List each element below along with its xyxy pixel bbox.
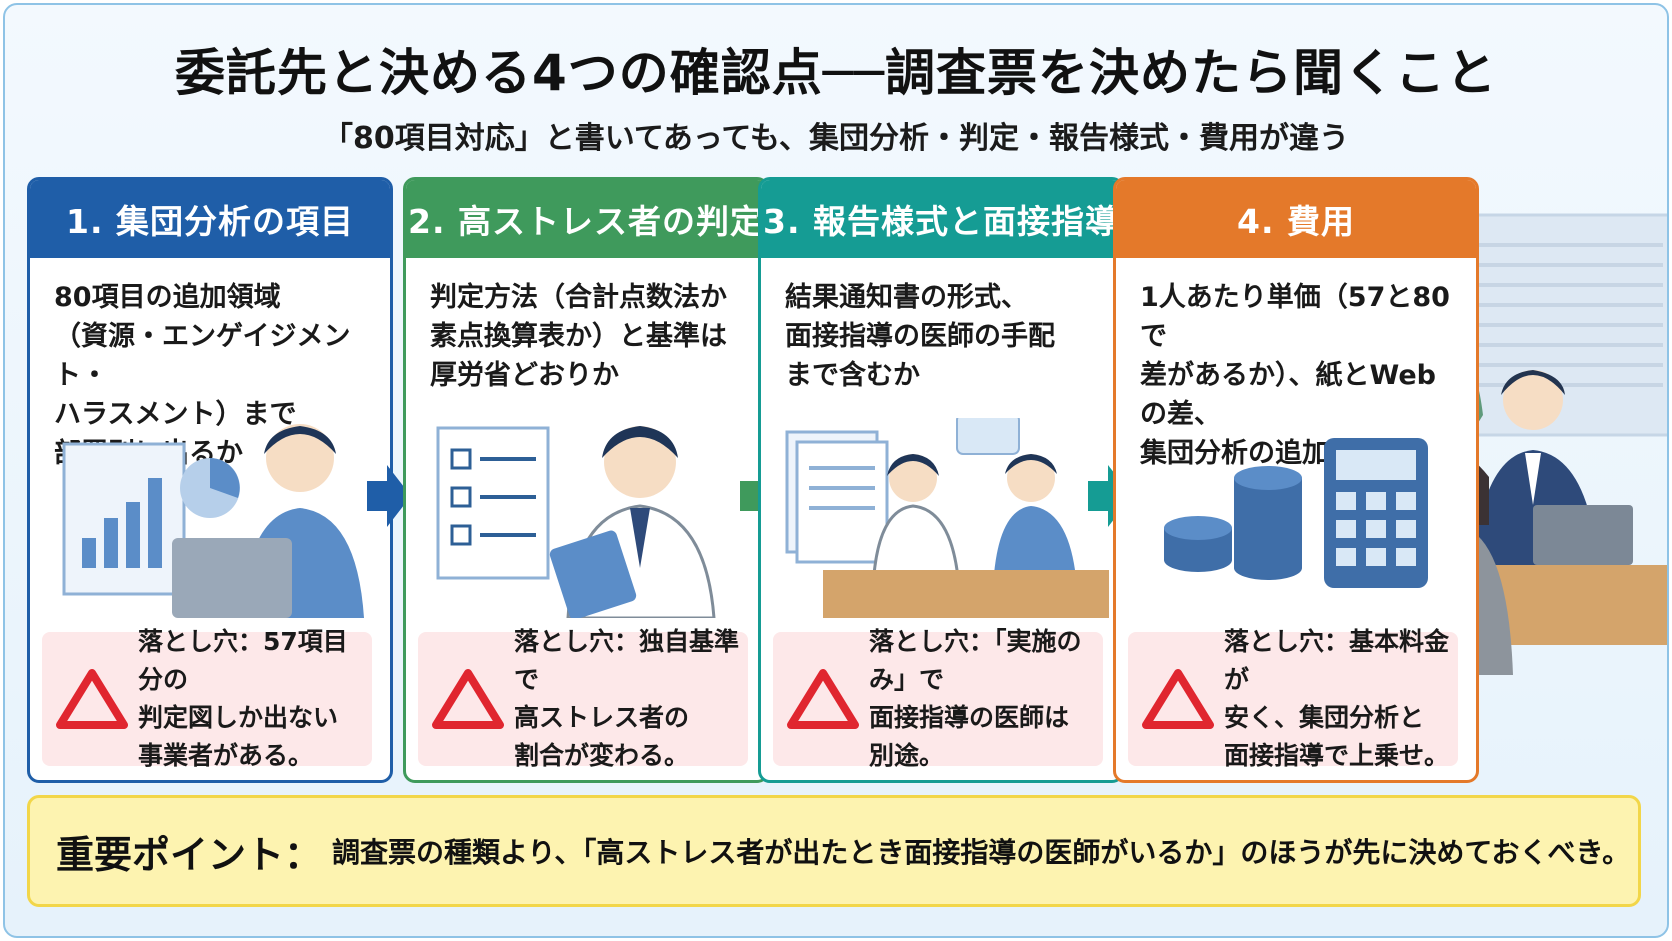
card-line: 1人あたり単価（57と80で [1140, 282, 1450, 352]
card-line: 素点換算表か）と基準は [430, 321, 727, 352]
key-point-text: 調査票の種類より、「高ストレス者が出たとき面接指導の医師がいるか」のほうが先に決… [332, 836, 1631, 869]
pitfall-line: 落とし穴：「実施のみ」で [869, 627, 1082, 694]
page-title: 委託先と決める4つの確認点──調査票を決めたら聞くこと [175, 44, 1497, 102]
page-subtitle: 「80項目対応」と書いてあっても、集団分析・判定・報告様式・費用が違う [322, 121, 1350, 156]
card-heading: 1. 集団分析の項目 [30, 180, 390, 258]
pitfall-line: 面接指導の医師は [869, 703, 1070, 732]
card-heading: 2. 高ストレス者の判定 [406, 180, 766, 258]
pitfall-line: 落とし穴：基本料金が [1224, 627, 1450, 694]
card-line: 厚労省どおりか [430, 360, 619, 391]
arrow-right-icon [367, 465, 411, 527]
warning-triangle-icon [1142, 669, 1214, 729]
card-body: 結果通知書の形式、 面接指導の医師の手配 まで含むか [761, 258, 1121, 438]
pitfall-box: 落とし穴：「実施のみ」で 面接指導の医師は 別途。 [773, 627, 1103, 770]
checklist-doctor-icon [436, 426, 716, 618]
pitfall-line: 落とし穴：独自基準で [514, 627, 740, 694]
card-line: 80項目の追加領域 [54, 282, 281, 313]
card-body: 1人あたり単価（57と80で 差があるか）、紙とWebの差、 集団分析の追加料金 [1116, 258, 1476, 469]
pitfall-line: 落とし穴：57項目分の [138, 627, 348, 694]
pitfall-line: 面接指導で上乗せ。 [1224, 741, 1450, 770]
key-point-label: 重要ポイント： [56, 832, 323, 877]
arrow-right-icon [1088, 465, 1132, 527]
card-line: 判定方法（合計点数法か [430, 282, 727, 313]
pitfall-box: 落とし穴：基本料金が 安く、集団分析と 面接指導で上乗せ。 [1128, 627, 1458, 770]
pitfall-line: 別途。 [869, 741, 945, 770]
report-chart-icon [62, 424, 364, 618]
coins-calculator-icon [1164, 438, 1428, 588]
pitfall-line: 判定図しか出ない [138, 703, 339, 732]
warning-triangle-icon [787, 669, 859, 729]
card-high-stress-judgment: 2. 高ストレス者の判定 判定方法（合計点数法か 素点換算表か）と基準は 厚労省… [403, 177, 769, 783]
pitfall-line: 安く、集団分析と [1224, 703, 1425, 732]
card-line: 面接指導の医師の手配 [785, 321, 1055, 352]
card-body: 80項目の追加領域 （資源・エンゲイジメント・ ハラスメント）まで 部署別に出る… [30, 258, 390, 469]
card-line: 差があるか）、紙とWebの差、 [1140, 360, 1436, 430]
consultation-icon [785, 418, 1109, 618]
card-line: 結果通知書の形式、 [785, 282, 1028, 313]
card-body: 判定方法（合計点数法か 素点換算表か）と基準は 厚労省どおりか [406, 258, 766, 438]
warning-triangle-icon [432, 669, 504, 729]
pitfall-line: 割合が変わる。 [514, 741, 690, 770]
pitfall-box: 落とし穴：独自基準で 高ストレス者の 割合が変わる。 [418, 627, 748, 770]
warning-triangle-icon [56, 669, 128, 729]
card-line: （資源・エンゲイジメント・ [54, 321, 351, 391]
card-cost: 4. 費用 1人あたり単価（57と80で 差があるか）、紙とWebの差、 集団分… [1113, 177, 1479, 783]
card-heading: 4. 費用 [1116, 180, 1476, 258]
card-line: まで含むか [785, 360, 920, 391]
card-report-format: 3. 報告様式と面接指導 結果通知書の形式、 面接指導の医師の手配 まで含むか [758, 177, 1124, 783]
key-point-banner: 重要ポイント： 調査票の種類より、「高ストレス者が出たとき面接指導の医師がいるか… [27, 795, 1641, 907]
card-group-analysis: 1. 集団分析の項目 80項目の追加領域 （資源・エンゲイジメント・ ハラスメン… [27, 177, 393, 783]
card-heading: 3. 報告様式と面接指導 [761, 180, 1121, 258]
infographic-frame: 委託先と決める4つの確認点──調査票を決めたら聞くこと 「80項目対応」と書いて… [3, 3, 1669, 938]
pitfall-line: 事業者がある。 [138, 741, 314, 770]
pitfall-line: 高ストレス者の [514, 703, 690, 732]
pitfall-box: 落とし穴：57項目分の 判定図しか出ない 事業者がある。 [42, 627, 372, 770]
card-line: ハラスメント）まで [54, 399, 297, 430]
